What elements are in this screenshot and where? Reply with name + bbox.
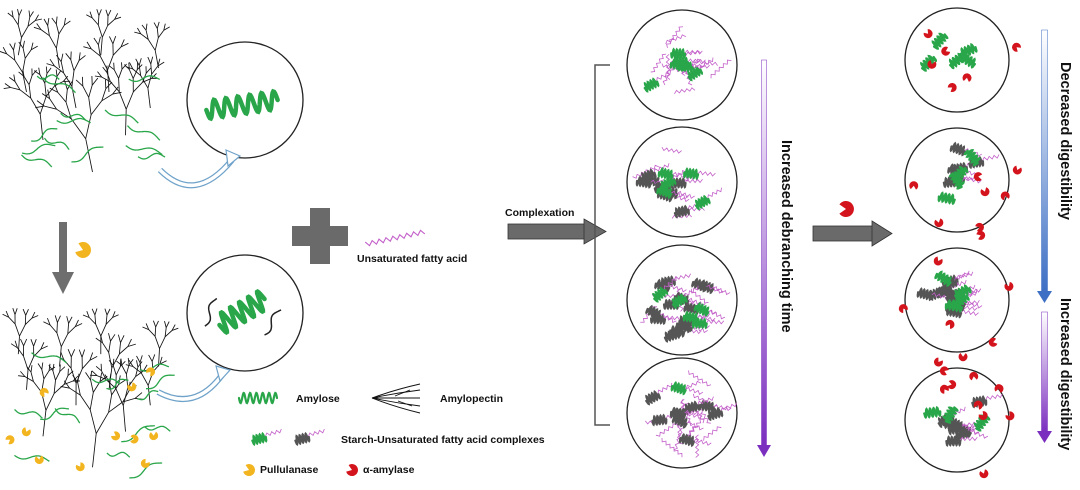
legend-amylopectin-swatch [371,383,421,414]
label-decreased-digestibility: Decreased digestibility [1057,62,1073,220]
complex-circle [626,126,738,238]
legend-complex-swatch [251,428,325,446]
legend-pullulanase-label: Pullulanase [260,464,319,476]
legend-complexes-label: Starch-Unsaturated fatty acid complexes [341,434,545,446]
digestion-circle [904,7,1022,113]
debranched-starch-granule [2,308,179,479]
complex-column [626,9,738,469]
legend-amylopectin-label: Amylopectin [440,393,503,405]
legend-pullulanase-icon [243,464,255,477]
complex-circle [626,244,738,356]
digestion-arrow [812,220,893,247]
legend-alpha-amylase-icon [346,464,358,477]
pullulanase-icon [75,241,92,258]
legend-amylose-swatch [237,391,279,405]
zoom-circle-debranched [186,254,304,372]
fatty-acid-molecule [364,229,426,247]
alpha-amylase-icon [839,201,854,217]
debranching-arrow-down [52,222,74,294]
label-increased-debranching-time: Increased debranching time [778,140,794,333]
zoom-amylose-helix [204,88,280,122]
digestion-circle [904,127,1022,240]
plus-icon [292,208,348,264]
native-starch-granule [0,9,170,173]
legend: Amylose Amylopectin Starch-Unsaturated f… [237,383,545,477]
label-complexation: Complexation [505,207,574,219]
complex-circle [626,357,738,469]
debranching-time-arrow [757,59,771,457]
label-unsaturated-fatty-acid: Unsaturated fatty acid [357,253,467,265]
digestion-circle [898,247,1014,362]
zoom-circle-native [186,41,304,159]
zoom-amylose-and-chains [204,289,282,336]
label-increased-digestibility: Increased digestibility [1057,298,1073,450]
complexation-arrow [507,218,607,245]
legend-alpha-amylase-label: α-amylase [363,464,415,476]
digestion-column [898,7,1022,479]
digestion-circle [904,357,1015,479]
decreased-digestibility-arrow [1037,29,1052,303]
bracket [594,64,610,426]
increased-digestibility-arrow [1037,311,1052,443]
complex-circle [626,9,738,121]
legend-amylose-label: Amylose [296,393,340,405]
